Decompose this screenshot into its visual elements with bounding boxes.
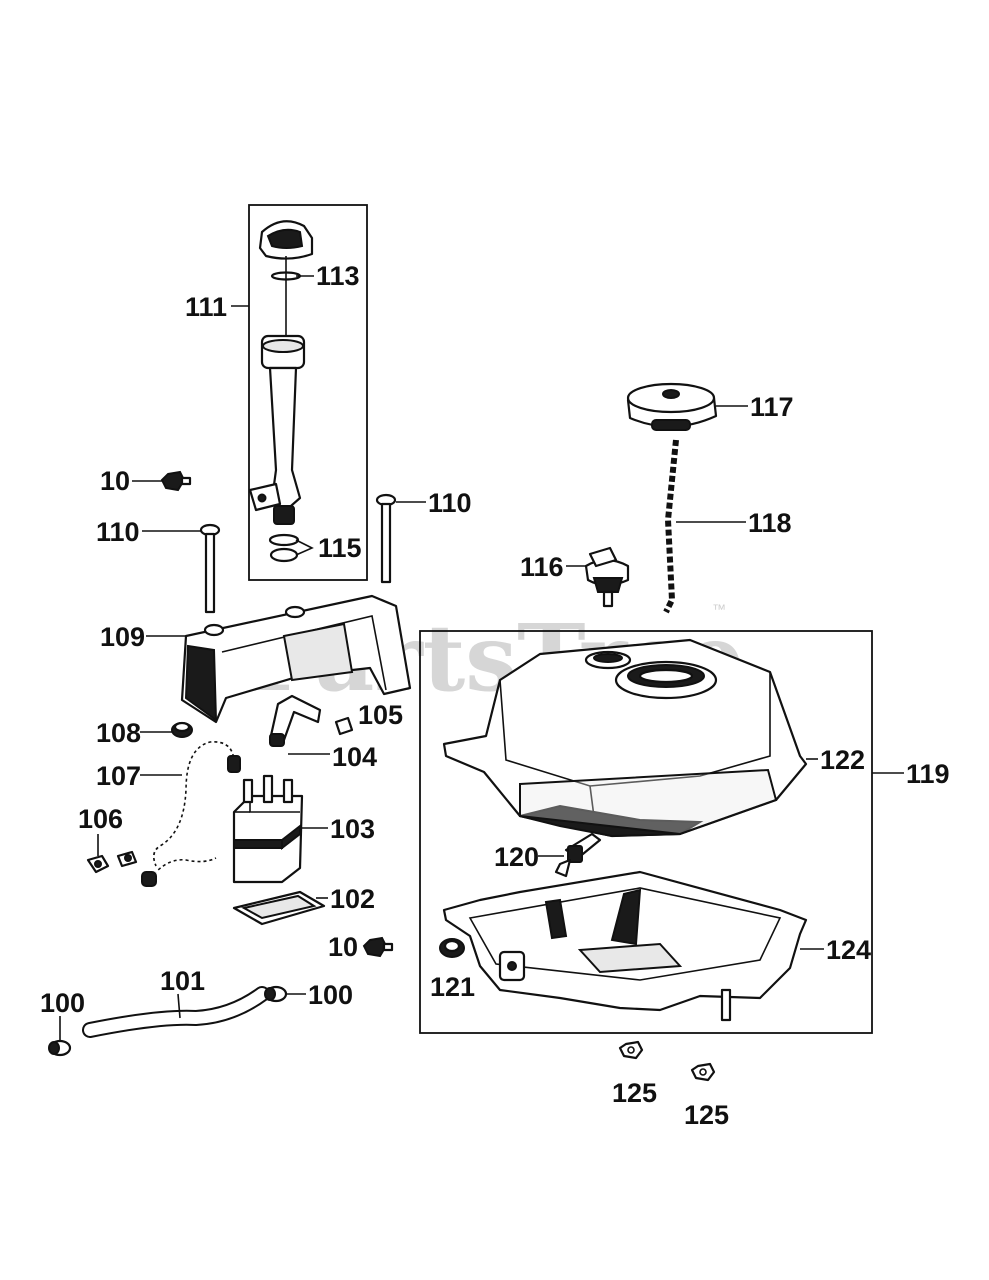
hose-107[interactable]	[141, 738, 241, 887]
dipstick-assembly[interactable]	[248, 220, 314, 563]
label-108: 108	[96, 718, 141, 748]
vent-valve-116[interactable]	[584, 546, 630, 608]
bolt-10-upper[interactable]	[160, 470, 192, 492]
label-117: 117	[750, 392, 794, 422]
nut-125-right[interactable]	[690, 1062, 716, 1082]
label-110-right: 110	[428, 488, 472, 518]
label-10-lower: 10	[328, 932, 358, 962]
label-106: 106	[78, 804, 123, 834]
label-125-right: 125	[684, 1100, 729, 1130]
label-115: 115	[318, 533, 362, 563]
label-110-left: 110	[96, 517, 140, 547]
nut-125-left[interactable]	[618, 1040, 644, 1060]
clamp-100-right[interactable]	[264, 985, 288, 1003]
label-118: 118	[748, 508, 792, 538]
clamp-100-left[interactable]	[48, 1039, 72, 1057]
label-102: 102	[330, 884, 375, 914]
label-119: 119	[906, 759, 950, 789]
bolt-10-lower[interactable]	[362, 936, 394, 958]
watermark-trademark: ™	[712, 601, 726, 617]
label-103: 103	[330, 814, 375, 844]
tank-tray-124[interactable]	[442, 870, 808, 1022]
label-111: 111	[185, 292, 227, 322]
clamps-106[interactable]	[86, 850, 138, 874]
label-121: 121	[430, 972, 475, 1002]
dipstick-assembly-box	[248, 204, 368, 581]
label-105: 105	[358, 700, 403, 730]
fuel-tank-assembly-box	[419, 630, 873, 1034]
label-10-upper: 10	[100, 466, 130, 496]
label-109: 109	[100, 622, 145, 652]
label-124: 124	[826, 935, 871, 965]
label-113: 113	[316, 261, 360, 291]
label-100-left: 100	[40, 988, 85, 1018]
nut-108[interactable]	[171, 721, 193, 738]
fuel-tank-122[interactable]	[442, 638, 808, 838]
grommet-121[interactable]	[439, 938, 465, 958]
bolt-110-left[interactable]	[199, 523, 221, 614]
tank-cover-109[interactable]	[180, 594, 412, 724]
fuel-cap-117[interactable]	[626, 382, 718, 431]
label-107: 107	[96, 761, 141, 791]
strainer-118[interactable]	[663, 439, 679, 614]
elbow-hose-104[interactable]	[268, 694, 322, 747]
label-101: 101	[160, 966, 205, 996]
bolt-110-right[interactable]	[375, 493, 397, 584]
label-100-right: 100	[308, 980, 353, 1010]
fuel-valve-120[interactable]	[554, 832, 602, 878]
label-116: 116	[520, 552, 564, 582]
label-104: 104	[332, 742, 377, 772]
charcoal-canister-103[interactable]	[232, 774, 304, 884]
label-120: 120	[494, 842, 539, 872]
gasket-102[interactable]	[232, 890, 326, 926]
label-122: 122	[820, 745, 865, 775]
clamp-105[interactable]	[334, 716, 354, 736]
fuel-line-101[interactable]	[82, 986, 270, 1038]
label-125-left: 125	[612, 1078, 657, 1108]
